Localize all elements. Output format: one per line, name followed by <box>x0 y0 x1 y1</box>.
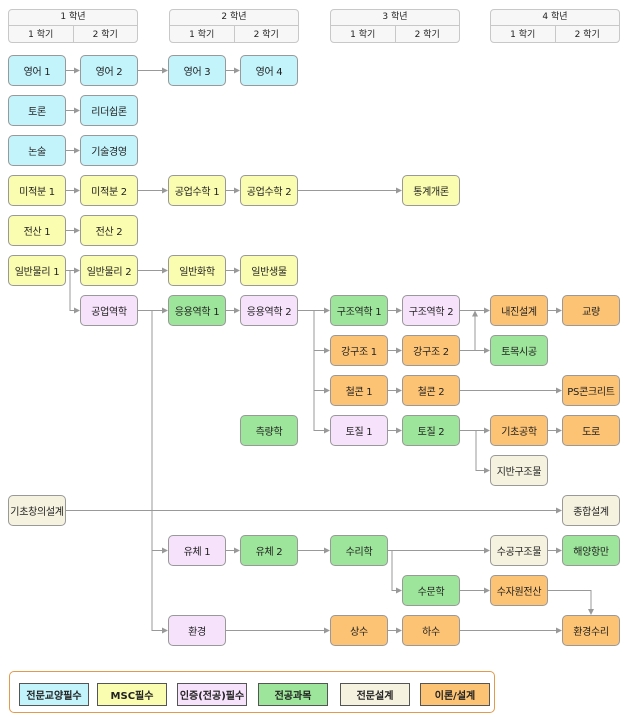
link-appmech2-soil1 <box>313 390 330 434</box>
link-engmech-fluid1 <box>138 310 168 554</box>
course-found[interactable]: 기초공학 <box>490 415 548 446</box>
course-basicdesign[interactable]: 기초창의설계 <box>8 495 66 526</box>
legend-item-design: 전문설계 <box>340 683 410 706</box>
course-eng1[interactable]: 영어 1 <box>8 55 66 86</box>
course-comp2[interactable]: 전산 2 <box>80 215 138 246</box>
semester-label: 2 학기 <box>72 26 138 42</box>
course-road[interactable]: 도로 <box>562 415 620 446</box>
course-calc1[interactable]: 미적분 1 <box>8 175 66 206</box>
course-phys1[interactable]: 일반물리 1 <box>8 255 66 286</box>
legend-item-liberal: 전문교양필수 <box>19 683 89 706</box>
legend-item-major: 전공과목 <box>258 683 328 706</box>
course-engmath1[interactable]: 공업수학 1 <box>168 175 226 206</box>
semester-label: 2 학기 <box>233 26 299 42</box>
course-engmech[interactable]: 공업역학 <box>80 295 138 326</box>
link-hydraulics-hydrology <box>391 550 402 594</box>
course-construct[interactable]: 토목시공 <box>490 335 548 366</box>
link-engmech-env <box>151 550 168 634</box>
course-rc2[interactable]: 철콘 2 <box>402 375 460 406</box>
semester-label: 1 학기 <box>28 30 54 40</box>
legend-item-theory: 이론/설계 <box>420 683 490 706</box>
course-hydraulics[interactable]: 수리학 <box>330 535 388 566</box>
year-label: 4 학년 <box>491 10 619 26</box>
link-appmech2-rc1 <box>313 350 330 394</box>
course-fluid2[interactable]: 유체 2 <box>240 535 298 566</box>
course-appmech1[interactable]: 응용역학 1 <box>168 295 226 326</box>
course-survey[interactable]: 측량학 <box>240 415 298 446</box>
course-chem[interactable]: 일반화학 <box>168 255 226 286</box>
semester-label: 1 학기 <box>510 30 536 40</box>
course-hydrology[interactable]: 수문학 <box>402 575 460 606</box>
link-phys1-engmech <box>66 270 80 314</box>
course-struct1[interactable]: 구조역학 1 <box>330 295 388 326</box>
year-header-3: 3 학년 1 학기 2 학기 <box>330 9 460 43</box>
course-bridge[interactable]: 교량 <box>562 295 620 326</box>
course-calc2[interactable]: 미적분 2 <box>80 175 138 206</box>
course-eng4[interactable]: 영어 4 <box>240 55 298 86</box>
course-phys2[interactable]: 일반물리 2 <box>80 255 138 286</box>
course-eng3[interactable]: 영어 3 <box>168 55 226 86</box>
course-essay[interactable]: 논술 <box>8 135 66 166</box>
semester-label: 1 학기 <box>189 30 215 40</box>
course-rc1[interactable]: 철콘 1 <box>330 375 388 406</box>
course-coastal[interactable]: 해양항만 <box>562 535 620 566</box>
year-label: 3 학년 <box>331 10 459 26</box>
year-header-4: 4 학년 1 학기 2 학기 <box>490 9 620 43</box>
legend-item-msc: MSC필수 <box>97 683 167 706</box>
course-steel2[interactable]: 강구조 2 <box>402 335 460 366</box>
semester-label: 2 학기 <box>554 26 620 42</box>
link-appmech2-steel1 <box>313 310 330 354</box>
year-header-2: 2 학년 1 학기 2 학기 <box>169 9 299 43</box>
course-techmgmt[interactable]: 기술경영 <box>80 135 138 166</box>
link-wrcomp-envhydro <box>548 590 594 615</box>
course-sewer[interactable]: 하수 <box>402 615 460 646</box>
course-envhydro[interactable]: 환경수리 <box>562 615 620 646</box>
course-bio[interactable]: 일반생물 <box>240 255 298 286</box>
course-debate[interactable]: 토론 <box>8 95 66 126</box>
course-leader[interactable]: 리더쉽론 <box>80 95 138 126</box>
course-wrcomp[interactable]: 수자원전산 <box>490 575 548 606</box>
course-eng2[interactable]: 영어 2 <box>80 55 138 86</box>
course-appmech2[interactable]: 응용역학 2 <box>240 295 298 326</box>
course-geostruct[interactable]: 지반구조물 <box>490 455 548 486</box>
year-label: 2 학년 <box>170 10 298 26</box>
course-stats[interactable]: 통계개론 <box>402 175 460 206</box>
course-capstone[interactable]: 종합설계 <box>562 495 620 526</box>
legend: 전문교양필수 MSC필수 인증(전공)필수 전공과목 전문설계 이론/설계 <box>9 671 495 713</box>
legend-item-cert: 인증(전공)필수 <box>177 683 247 706</box>
course-soil2[interactable]: 토질 2 <box>402 415 460 446</box>
course-fluid1[interactable]: 유체 1 <box>168 535 226 566</box>
course-water[interactable]: 상수 <box>330 615 388 646</box>
course-psc[interactable]: PS콘크리트 <box>562 375 620 406</box>
year-header-1: 1 학년 1 학기 2 학기 <box>8 9 138 43</box>
course-env[interactable]: 환경 <box>168 615 226 646</box>
course-soil1[interactable]: 토질 1 <box>330 415 388 446</box>
semester-label: 1 학기 <box>350 30 376 40</box>
link-soil2-geostruct <box>475 430 490 474</box>
course-steel1[interactable]: 강구조 1 <box>330 335 388 366</box>
course-comp1[interactable]: 전산 1 <box>8 215 66 246</box>
course-hydrostruct[interactable]: 수공구조물 <box>490 535 548 566</box>
year-label: 1 학년 <box>9 10 137 26</box>
semester-label: 2 학기 <box>394 26 460 42</box>
course-engmath2[interactable]: 공업수학 2 <box>240 175 298 206</box>
course-struct2[interactable]: 구조역학 2 <box>402 295 460 326</box>
course-seismic[interactable]: 내진설계 <box>490 295 548 326</box>
